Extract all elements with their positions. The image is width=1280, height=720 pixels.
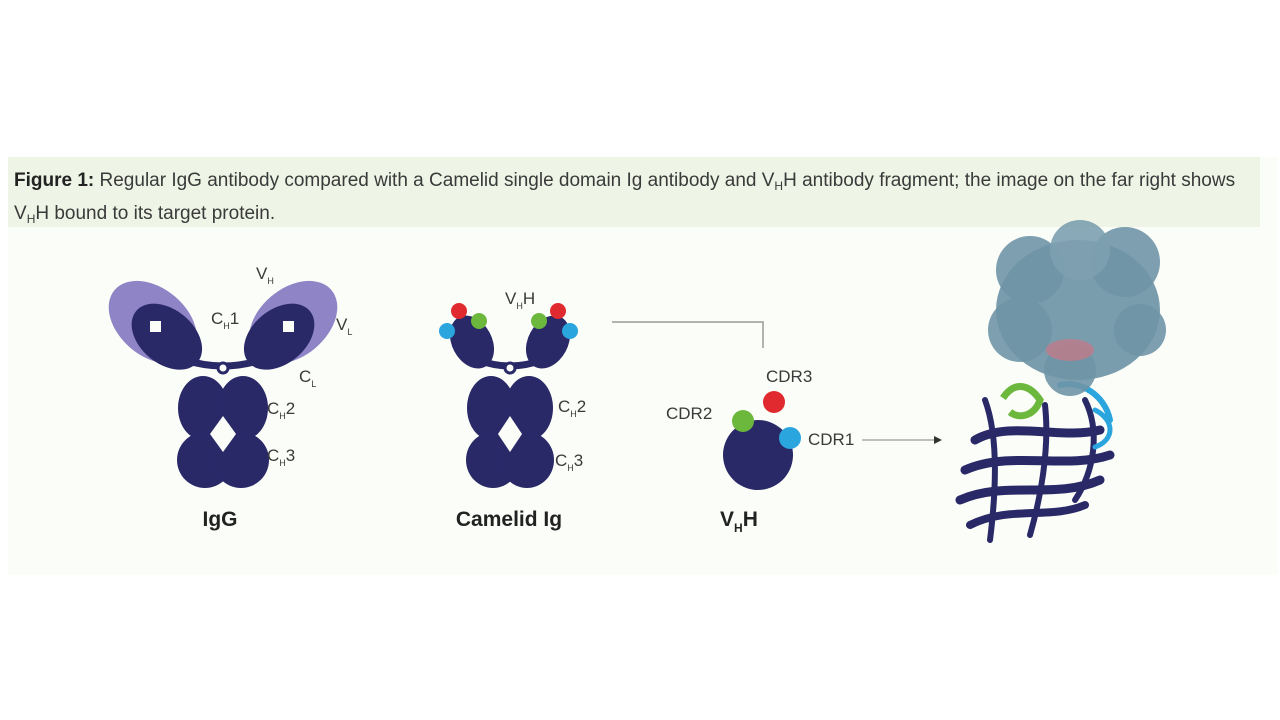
camelid-vhh-right: [525, 315, 571, 369]
igg-ch1-label: CH1: [211, 309, 239, 331]
vhh-cdr1-label: CDR1: [808, 430, 854, 449]
camelid-center-gap: [498, 416, 522, 452]
camelid-ch2-left: [467, 376, 515, 440]
camelid-cdr-blue-right: [562, 323, 578, 339]
vhh-cdr3-dot: [763, 391, 785, 413]
bound-complex: [955, 220, 1166, 543]
camelid-vhh-left: [449, 315, 495, 369]
figure-caption: Figure 1: Regular IgG antibody compared …: [8, 157, 1260, 227]
camelid-ch3-label: CH3: [555, 451, 583, 473]
igg-left-notch: [150, 321, 161, 332]
camelid-cdr-red-right: [550, 303, 566, 319]
camelid-ch2-label: CH2: [558, 397, 586, 419]
vhh-name: VHH: [720, 508, 758, 535]
vhh-structure: [723, 391, 801, 490]
igg-vh-label: VH: [256, 264, 274, 286]
camelid-hinge-ring: [503, 361, 517, 375]
camelid-cdr-blue-left: [439, 323, 455, 339]
camelid-cdr-green-right: [531, 313, 547, 329]
camelid-cdr-green-left: [471, 313, 487, 329]
vhh-ribbon: [955, 381, 1115, 543]
caption-text-2: H antibody fragment; the image on the fa…: [14, 170, 1236, 224]
connector-line: [612, 321, 764, 348]
igg-heavy-chain-left: [131, 303, 203, 370]
igg-center-gap: [210, 416, 236, 452]
camelid-name: Camelid Ig: [456, 508, 562, 531]
camelid-cdr-red-left: [451, 303, 467, 319]
vhh-cdr3-label: CDR3: [766, 367, 812, 386]
igg-heavy-chain-right: [243, 303, 315, 370]
camelid-structure: [439, 303, 578, 488]
vhh-domain: [723, 420, 793, 490]
arrow-icon: [862, 436, 942, 444]
vhh-cdr2-label: CDR2: [666, 404, 712, 423]
igg-cl-label: CL: [299, 367, 316, 389]
igg-hinge-ring: [216, 361, 230, 375]
caption-text-1: Regular IgG antibody compared with a Cam…: [99, 170, 775, 191]
igg-ch2-label: CH2: [267, 399, 295, 421]
target-protein-surface: [988, 220, 1166, 396]
camelid-ch2-right: [505, 376, 553, 440]
caption-text-3: H bound to its target protein.: [35, 203, 276, 224]
igg-ch2-right: [218, 376, 268, 440]
cdr2-green-loop: [1000, 383, 1044, 420]
igg-ch3-label: CH3: [267, 446, 295, 468]
camelid-vhh-label: VHH: [505, 289, 535, 311]
caption-prefix: Figure 1:: [14, 170, 95, 191]
vhh-cdr2-dot: [732, 410, 754, 432]
igg-right-notch: [283, 321, 294, 332]
caption-sub-2: H: [26, 212, 36, 226]
igg-ch2-left: [178, 376, 228, 440]
caption-sub-1: H: [774, 179, 784, 193]
igg-name: IgG: [203, 508, 238, 531]
igg-structure: [108, 280, 338, 488]
igg-vl-label: VL: [336, 315, 352, 337]
binding-site: [1046, 339, 1094, 361]
vhh-cdr1-dot: [779, 427, 801, 449]
